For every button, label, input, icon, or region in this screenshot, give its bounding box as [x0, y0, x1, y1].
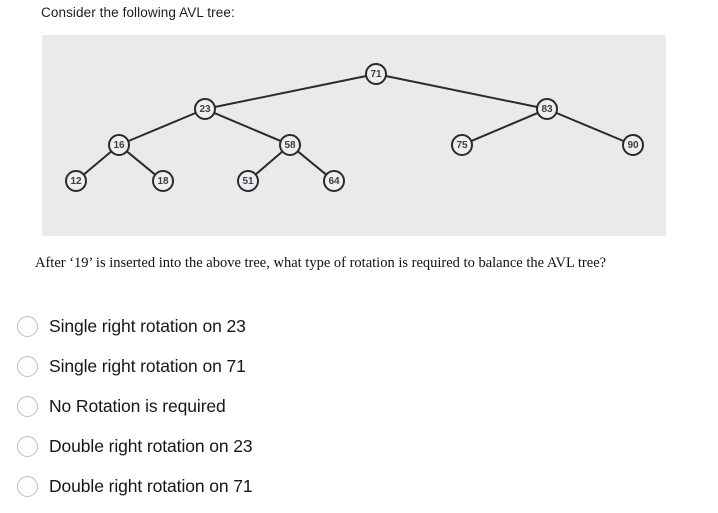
tree-node-circle [152, 170, 174, 192]
answer-option-label: No Rotation is required [49, 395, 226, 416]
tree-node-label: 75 [456, 140, 468, 151]
radio-button[interactable] [17, 395, 38, 417]
answer-options-list: Single right rotation on 23 Single right … [17, 306, 707, 506]
tree-node: 23 [194, 98, 216, 120]
tree-node: 18 [152, 170, 174, 192]
answer-option-2[interactable]: Single right rotation on 71 [17, 346, 707, 386]
tree-node: 71 [365, 63, 387, 85]
tree-node: 75 [451, 134, 473, 156]
tree-node: 58 [279, 134, 301, 156]
tree-node: 64 [323, 170, 345, 192]
answer-option-label: Double right rotation on 71 [49, 475, 253, 496]
tree-node: 12 [65, 170, 87, 192]
radio-button[interactable] [17, 435, 38, 457]
tree-node-label: 16 [113, 140, 125, 151]
tree-edge [82, 150, 113, 176]
radio-button[interactable] [17, 475, 38, 497]
tree-node-circle [194, 98, 216, 120]
tree-edge [254, 150, 284, 176]
tree-node-label: 58 [284, 140, 296, 151]
tree-node: 51 [237, 170, 259, 192]
tree-edge [213, 75, 368, 108]
radio-button[interactable] [17, 315, 38, 337]
tree-edge [127, 111, 197, 143]
radio-button[interactable] [17, 355, 38, 377]
answer-option-4[interactable]: Double right rotation on 23 [17, 426, 707, 466]
question-prompt: After ‘19’ is inserted into the above tr… [35, 255, 607, 271]
tree-node: 90 [622, 134, 644, 156]
tree-node-circle [65, 170, 87, 192]
answer-option-5[interactable]: Double right rotation on 71 [17, 466, 707, 506]
tree-edge [384, 75, 539, 108]
tree-edge-group [82, 75, 625, 176]
tree-edge [555, 111, 625, 143]
answer-option-label: Double right rotation on 23 [49, 435, 253, 456]
page-title: Consider the following AVL tree: [41, 5, 235, 20]
tree-node-label: 71 [370, 69, 382, 80]
tree-node-circle [622, 134, 644, 156]
tree-node-label: 12 [70, 176, 82, 187]
answer-option-label: Single right rotation on 23 [49, 315, 246, 336]
answer-option-3[interactable]: No Rotation is required [17, 386, 707, 426]
avl-tree-figure: 71 23 83 16 58 75 90 12 18 51 64 [42, 35, 666, 236]
tree-node-label: 90 [627, 140, 639, 151]
avl-tree-svg: 71 23 83 16 58 75 90 12 18 51 64 [65, 63, 644, 192]
tree-edge [470, 111, 539, 143]
tree-node-label: 23 [199, 104, 211, 115]
answer-option-label: Single right rotation on 71 [49, 355, 246, 376]
tree-node-circle [536, 98, 558, 120]
tree-node-circle [108, 134, 130, 156]
tree-node-circle [237, 170, 259, 192]
tree-node-label: 83 [541, 104, 553, 115]
answer-option-1[interactable]: Single right rotation on 23 [17, 306, 707, 346]
tree-node-group: 71 23 83 16 58 75 90 12 18 51 64 [65, 63, 644, 192]
tree-node: 16 [108, 134, 130, 156]
tree-node-label: 64 [328, 176, 340, 187]
tree-edge [296, 150, 328, 176]
tree-node-label: 18 [157, 176, 169, 187]
tree-edge [213, 111, 282, 143]
tree-edge [125, 150, 157, 176]
tree-node-circle [451, 134, 473, 156]
tree-node-circle [365, 63, 387, 85]
tree-node-circle [323, 170, 345, 192]
tree-node-label: 51 [242, 176, 254, 187]
tree-node: 83 [536, 98, 558, 120]
tree-node-circle [279, 134, 301, 156]
